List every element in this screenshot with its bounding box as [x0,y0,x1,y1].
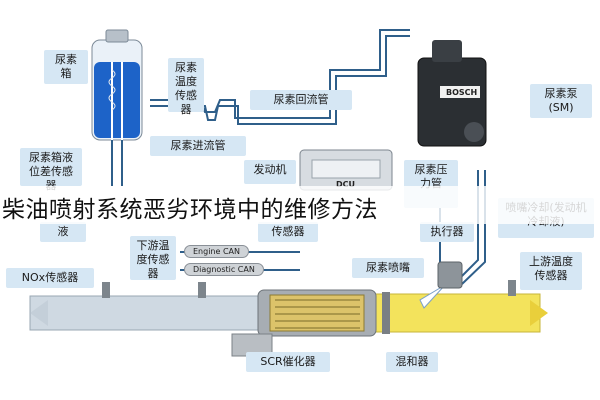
urea-tank-fluid [94,62,140,138]
urea-pump-top [432,40,462,62]
return-line [150,29,410,119]
nox-sensor-label: NOx传感器 [6,268,94,288]
exhaust-flow-arrow-in [530,300,548,326]
ecu-brand: DCU [336,180,356,189]
sensor-partial-label: 传感器 [258,222,318,242]
scr-catalyst-channels [275,299,360,329]
inlet-line [150,35,410,125]
urea-tank-heater-coil [108,69,116,111]
scr-catalyst-label: SCR催化器 [246,352,330,372]
urea-pump-label: 尿素泵(SM) [530,84,592,118]
upstream-temp-label: 上游温度传感器 [520,252,582,290]
mixer-label: 混和器 [386,352,438,372]
urea-spray [419,284,446,309]
urea-tank-label: 尿素箱 [44,50,88,84]
ecu-label: 发动机 [244,160,296,184]
actuator-partial-label: 执行器 [420,222,474,242]
nox-sensor-probe [102,282,110,298]
pump-brand-logo: BOSCH [446,88,478,97]
downstream-temp-probe [198,282,206,298]
overlay-title: 柴油喷射系统恶劣环境中的维修方法 [2,197,378,223]
urea-temp-sensor-label: 尿素温度传感器 [168,58,204,116]
mixer [382,292,390,334]
ecu-connector [311,159,381,179]
urea-pump-badge [440,86,480,98]
urea-tank-probes [111,62,123,140]
exhaust-pipe-left [29,295,261,331]
downstream-temp-label: 下游温度传感器 [130,236,176,280]
urea-level-sensor-label: 尿素箱液位差传感器 [20,148,82,192]
urea-pump-motor [464,122,484,142]
urea-nozzle-body [437,261,463,289]
urea-nozzle-label: 尿素喷嘴 [352,258,424,278]
exhaust-flow-arrow-out [30,300,48,326]
upstream-temp-probe [508,280,516,296]
urea-inlet-pipe-label: 尿素进流管 [150,136,246,156]
scr-catalyst-core [269,294,365,332]
engine-can-label: Engine CAN [184,245,250,258]
urea-tank-cap [105,29,129,43]
exhaust-pipe-right [369,293,541,333]
left-partial-label: 液 [40,222,86,242]
urea-return-pipe-label: 尿素回流管 [250,90,352,110]
title-overlay-band [0,186,600,224]
diagnostic-can-label: Diagnostic CAN [184,263,264,276]
